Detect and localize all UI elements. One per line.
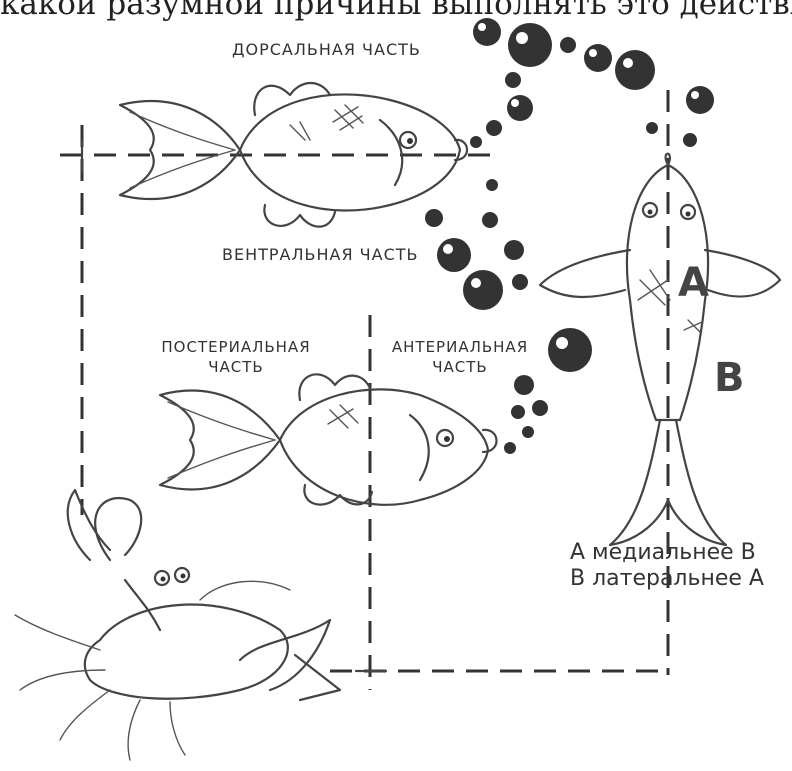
fish-icon (160, 374, 497, 504)
ventral-label: вентральная часть (222, 245, 419, 264)
relation-note: А медиальнее В В латеральнее А (570, 540, 764, 592)
bubble-icon (584, 44, 612, 72)
bubble-icon (514, 375, 534, 395)
relation-line-1: А медиальнее В (570, 540, 764, 566)
bubble-icon (486, 120, 502, 136)
bubble-icon (560, 37, 576, 53)
anterior-label-line1: антериальная (380, 337, 540, 357)
bubble-icon (473, 18, 501, 46)
bubble-icon (532, 400, 548, 416)
dorsal-label: дорсальная часть (232, 40, 421, 59)
bubble-icon (463, 270, 503, 310)
crayfish-icon (15, 490, 340, 760)
point-a-label: A (678, 260, 709, 306)
bubble-icon (615, 50, 655, 90)
bubble-icon (548, 328, 592, 372)
bubble-icon (507, 95, 533, 121)
bubble-icon (683, 133, 697, 147)
bubble-icon (437, 238, 471, 272)
point-b-label: B (714, 355, 745, 401)
bubble-icon (482, 212, 498, 228)
bubble-icon (522, 426, 534, 438)
bubble-icon (646, 122, 658, 134)
bubble-icon (512, 274, 528, 290)
anterior-label: антериальная часть (380, 337, 540, 377)
bubble-icon (511, 405, 525, 419)
bubbles (425, 18, 714, 454)
bubble-icon (505, 72, 521, 88)
relation-line-2: В латеральнее А (570, 566, 764, 592)
posterior-label-line2: часть (150, 357, 322, 377)
posterior-label-line1: постериальная (150, 337, 322, 357)
bubble-icon (504, 442, 516, 454)
bubble-icon (504, 240, 524, 260)
bubble-icon (425, 209, 443, 227)
bubble-icon (686, 86, 714, 114)
bubble-icon (470, 136, 482, 148)
anterior-label-line2: часть (380, 357, 540, 377)
posterior-label: постериальная часть (150, 337, 322, 377)
bubble-icon (508, 23, 552, 67)
bubble-icon (486, 179, 498, 191)
